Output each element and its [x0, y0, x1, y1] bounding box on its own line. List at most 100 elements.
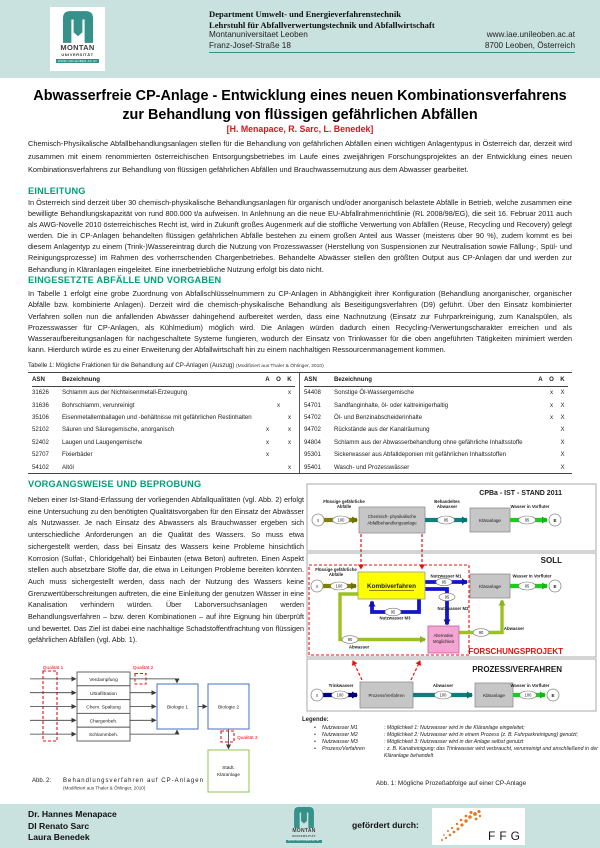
name-cell: Sonstige Öl-Wassergemische	[334, 389, 415, 397]
name-cell: Wasch- und Prozesswässer	[334, 463, 410, 471]
ist-source-node	[311, 513, 325, 527]
ist-out-value: 95	[525, 518, 530, 523]
ist-input-label2: Abfälle	[337, 504, 352, 509]
fig2-biologie2-label: Biologie 2	[218, 705, 239, 711]
asn-cell: 95301	[304, 451, 321, 459]
prozess-source-node	[310, 688, 324, 702]
ist-cp-plant-box	[358, 506, 426, 534]
fig2-box5-label: Schlammbeh.	[89, 732, 118, 738]
prozess-input-value-badge	[331, 690, 349, 700]
logo-name: MONTAN	[60, 43, 95, 52]
mark-o: x	[549, 401, 554, 409]
col-header-a: A	[538, 375, 543, 383]
section-heading-vorgangsweise: VORGANGSWEISE UND BEPROBUNG	[28, 479, 202, 489]
soll-title: SOLL	[541, 556, 562, 565]
fig2-box3-label: Chem. Spaltung	[86, 705, 121, 711]
name-cell: Öl- und Benzinabscheiderinhalte	[334, 413, 423, 421]
name-cell: Schlamm aus der Nichteisenmetall-Erzeugu…	[62, 389, 188, 397]
asn-cell: 54701	[304, 401, 321, 409]
poster-title-line1: Abwasserfreie CP-Anlage - Entwicklung ei…	[33, 88, 567, 104]
soll-alternative-box	[427, 625, 460, 654]
mark-o: x	[276, 401, 281, 409]
legend-def: : Möglichkeit 2: Nutzwasser wird in eine…	[384, 731, 579, 738]
asn-cell: 54408	[304, 389, 321, 397]
soll-m2-value: 95	[445, 595, 450, 600]
soll-sink-label: E	[553, 584, 556, 589]
fig2-caption-text: Behandlungsverfahren auf CP-Anlagen	[63, 778, 203, 784]
soll-source-label: I	[316, 584, 317, 589]
footer-author-3: Laura Benedek	[28, 832, 90, 842]
table-row: 95401 Wasch- und Prozesswässer X	[304, 461, 568, 473]
soll-kombiverfahren-box	[357, 571, 426, 600]
name-cell: Bohrschlamm, verunreinigt	[62, 401, 135, 409]
ist-cp-plant-label1: Chemisch- physikalische	[368, 514, 417, 519]
col-header-a: A	[265, 375, 270, 383]
footer: Dr. Hannes Menapace DI Renato Sarc Laura…	[0, 804, 600, 848]
col-header-o: O	[276, 375, 281, 383]
col-header-asn: ASN	[304, 375, 317, 383]
mark-o: x	[549, 389, 554, 397]
prozess-sink-label: E	[551, 693, 554, 698]
fig1-diagram: CPBa - IST - STAND 2011 Flüssige gefährl…	[306, 483, 597, 712]
soll-abwasser-right-value: 90	[479, 630, 484, 635]
prozess-source-label: I	[316, 693, 317, 698]
table-header-row: ASN Bezeichnung A O K	[32, 373, 295, 387]
header-divider	[209, 52, 575, 53]
name-cell: Schlamm aus der Abwasserbehandlung ohne …	[334, 438, 523, 446]
quality1-zone	[42, 670, 58, 742]
soll-abwasser-left-label: Abwasser	[349, 645, 370, 650]
mark-k: x	[287, 413, 292, 421]
logo-name: MONTAN	[292, 828, 316, 834]
mark-k: X	[560, 451, 565, 459]
montan-m-icon	[62, 11, 93, 43]
name-cell: Laugen und Laugengemische	[62, 438, 143, 446]
legend-term: Nutzwasser M3	[322, 738, 358, 745]
col-header-k: K	[287, 375, 292, 383]
red-projection-arrows	[352, 534, 425, 681]
mark-k: X	[560, 438, 565, 446]
col-header-name: Bezeichnung	[334, 375, 372, 383]
ist-input-value-badge	[332, 515, 350, 525]
asn-cell: 95401	[304, 463, 321, 471]
poster-title-line2: zur Behandlung von flüssigen gefährliche…	[122, 106, 478, 123]
university-logo: MONTAN UNIVERSITÄT WWW.UNILEOBEN.AC.AT	[50, 7, 105, 71]
mark-k: X	[560, 426, 565, 434]
footer-authors: Dr. Hannes Menapace DI Renato Sarc Laura…	[28, 809, 117, 844]
mark-k: X	[560, 463, 565, 471]
soll-m3-value: 95	[391, 610, 396, 615]
fig2-box-klaeranlage	[207, 749, 250, 793]
website-url: www.iae.unileoben.ac.at	[486, 30, 575, 39]
logo-url: WWW.UNILEOBEN.AC.AT	[286, 839, 322, 843]
ist-out-label: Wasser in Vorfluter	[511, 504, 550, 509]
fig2-plant-label2: Kläranlage	[217, 772, 240, 778]
table-caption: Tabelle 1: Mögliche Fraktionen für die B…	[28, 362, 572, 369]
soll-alternative-label1: Alternative	[434, 633, 454, 638]
mark-a: x	[265, 451, 270, 459]
footer-university-logo: MONTAN UNIVERSITÄT WWW.UNILEOBEN.AC.AT	[281, 807, 327, 843]
ist-sink-label: E	[553, 518, 556, 523]
soll-m2-label: Nutzwasser M2	[437, 606, 469, 611]
soll-m2-badge	[438, 592, 456, 602]
legend-item: Nutzwasser M1 : Möglichkeit 1: Nutzwasse…	[314, 725, 598, 732]
name-cell: Säuren und Säuregemische, anorganisch	[62, 426, 175, 434]
ffg-arrow-icon: FFG	[441, 809, 520, 843]
mark-a: x	[265, 438, 270, 446]
abstract-text: Chemisch-Physikalische Abfallbehandlungs…	[28, 139, 572, 174]
fig2-diagram: Qualität 1 Qualität 2 Verdampfung Ultraf…	[30, 665, 258, 793]
prozess-input-value: 100	[337, 693, 345, 698]
mark-k: X	[560, 401, 565, 409]
ist-input-label1: Flüssige gefährliche	[323, 499, 365, 504]
asn-cell: 94804	[304, 438, 321, 446]
fig2-process-boxes: Verdampfung Ultrafiltration Chem. Spaltu…	[76, 671, 131, 742]
legend-item: Nutzwasser M2 : Möglichkeit 2: Nutzwasse…	[314, 732, 598, 739]
ist-mid-value-badge	[437, 515, 455, 525]
soll-input-label1: Flüssige gefährliche	[315, 567, 357, 572]
abfaelle-text: In Tabelle 1 erfolgt eine grobe Zuordnun…	[28, 289, 572, 355]
asn-cell: 94702	[304, 426, 321, 434]
